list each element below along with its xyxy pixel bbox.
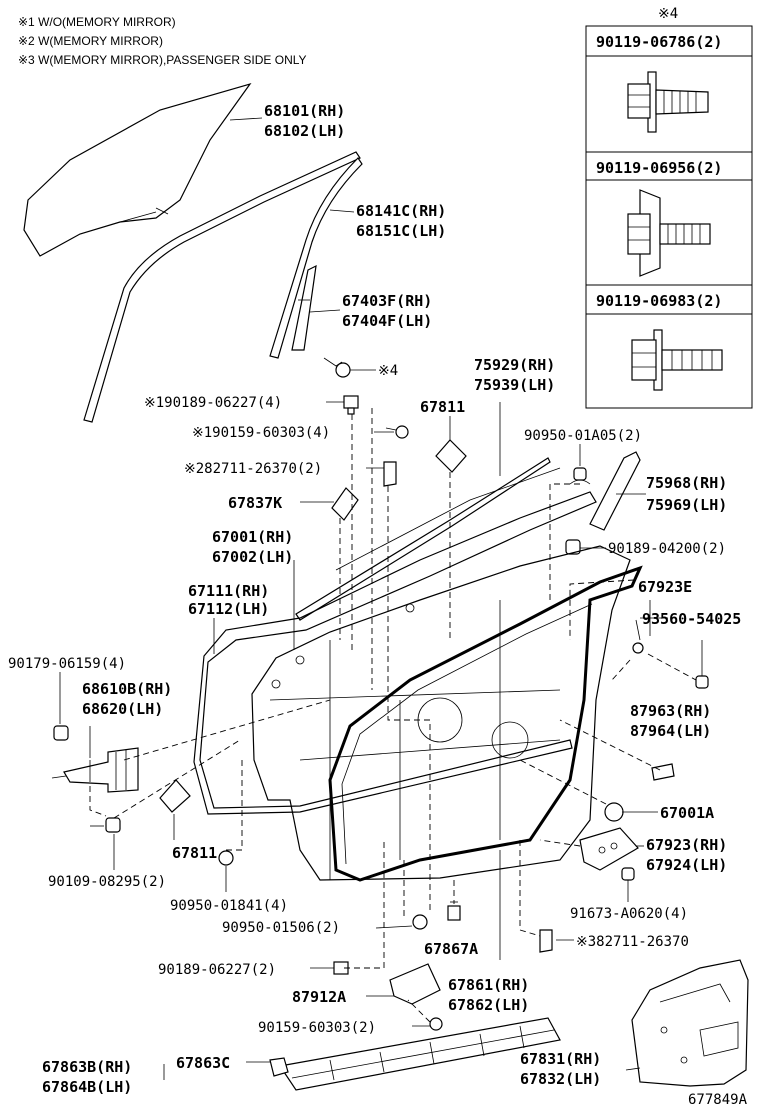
bolt-row-1: 90119-06786(2) <box>596 33 722 51</box>
label-part-a: 67001A <box>660 804 714 822</box>
label-seal-b-rh: 87963(RH) <box>630 702 711 720</box>
label-seal-b-lh: 87964(LH) <box>630 722 711 740</box>
note-3: ※3 W(MEMORY MIRROR),PASSENGER SIDE ONLY <box>18 53 307 67</box>
seal-cover <box>389 963 441 1005</box>
label-seal-c: 67811 <box>172 844 217 862</box>
door-cover <box>589 451 641 531</box>
label-bolt3: 90109-08295(2) <box>48 874 166 890</box>
label-plug: 93560-54025 <box>642 610 741 628</box>
label-check-lh: 68620(LH) <box>82 700 163 718</box>
label-cover-c: 67863C <box>176 1054 230 1072</box>
label-glass-rh: 68101(RH) <box>264 102 345 120</box>
label-bracket-rh: 67923(RH) <box>646 836 727 854</box>
seal-patch <box>435 439 467 473</box>
label-code-a: 67867A <box>424 940 478 958</box>
patch-seal <box>331 487 359 521</box>
glass-run <box>83 151 363 423</box>
bolt-row-2: 90119-06956(2) <box>596 159 722 177</box>
diagram-id: 677849A <box>688 1092 748 1108</box>
label-clip5: 90950-01506(2) <box>222 920 340 936</box>
clip-icon <box>412 914 428 930</box>
label-bracket3: ※382711-26370 <box>576 934 689 950</box>
label-weatherstrip-rh: 75929(RH) <box>474 356 555 374</box>
lower-molding <box>278 1017 561 1091</box>
label-channel-lh: 67404F(LH) <box>342 312 432 330</box>
seal-piece <box>651 763 675 781</box>
bracket-icon <box>579 827 639 871</box>
service-sheet <box>631 959 749 1087</box>
screw-icon <box>621 867 635 902</box>
seal-patch <box>159 779 191 813</box>
label-bolt2: 90179-06159(4) <box>8 656 126 672</box>
label-clip6: 90189-06227(2) <box>158 962 276 978</box>
bolt-icon <box>627 71 709 133</box>
outer-weatherstrip <box>295 457 561 621</box>
label-cover-rh: 75968(RH) <box>646 474 727 492</box>
label-seal-a: 67811 <box>420 398 465 416</box>
bolt-icon <box>627 189 711 277</box>
label-clip2: 90950-01A05(2) <box>524 428 642 444</box>
label-sheet-lh: 67832(LH) <box>520 1070 601 1088</box>
clip-icon <box>447 901 461 921</box>
label-molding-rh: 67863B(RH) <box>42 1058 132 1076</box>
label-sheet-rh: 67831(RH) <box>520 1050 601 1068</box>
bolt-icon <box>53 725 69 741</box>
bolt-icon <box>90 817 121 833</box>
label-strip-lh: 67862(LH) <box>448 996 529 1014</box>
label-frame-rh: 67111(RH) <box>188 582 269 600</box>
label-panel-lh: 67002(LH) <box>212 548 293 566</box>
label-screw1: ※190159-60303(4) <box>192 425 330 441</box>
label-code-e: 67923E <box>638 578 692 596</box>
label-frame-lh: 67112(LH) <box>188 600 269 618</box>
screw-icon <box>647 640 709 689</box>
door-check <box>51 747 139 793</box>
label-bracket2: ※282711-26370(2) <box>184 461 322 477</box>
label-87912: 87912A <box>292 988 346 1006</box>
assembly-leaders <box>89 408 661 1023</box>
bolt-row-3: 90119-06983(2) <box>596 292 722 310</box>
label-strip-rh: 67861(RH) <box>448 976 529 994</box>
bracket-icon <box>383 461 397 487</box>
label-screw2: 91673-A0620(4) <box>570 906 688 922</box>
door-frame <box>193 491 597 815</box>
label-check-rh: 68610B(RH) <box>82 680 172 698</box>
label-weatherstrip-lh: 75939(LH) <box>474 376 555 394</box>
label-run-lh: 68151C(LH) <box>356 222 446 240</box>
label-bolt-ref: ※4 <box>378 363 398 379</box>
door-weatherstrip <box>328 565 643 882</box>
bolt-table: ※4 90119-06786(2) 90119-06956(2) 90119-0… <box>585 6 753 409</box>
clip-icon <box>569 467 591 485</box>
bolt-table-header: ※4 <box>658 6 678 22</box>
label-clip4: 90950-01841(4) <box>170 898 288 914</box>
label-glass-lh: 68102(LH) <box>264 122 345 140</box>
label-bracket-lh: 67924(LH) <box>646 856 727 874</box>
clip-icon <box>565 539 581 555</box>
label-run-rh: 68141C(RH) <box>356 202 446 220</box>
door-glass <box>23 82 252 257</box>
label-patch: 67837K <box>228 494 282 512</box>
division-bar <box>291 264 317 351</box>
molding-clip <box>269 1057 289 1077</box>
note-1: ※1 W/O(MEMORY MIRROR) <box>18 15 176 29</box>
plug-icon <box>632 642 644 654</box>
note-2: ※2 W(MEMORY MIRROR) <box>18 34 163 48</box>
bracket-icon <box>539 929 553 953</box>
clip-icon <box>343 395 359 415</box>
label-molding-lh: 67864B(LH) <box>42 1078 132 1096</box>
label-clip3: 90189-04200(2) <box>608 541 726 557</box>
bolt-icon <box>631 329 723 391</box>
screw-icon <box>385 425 409 439</box>
screw-icon <box>429 1017 443 1031</box>
label-screw3: 90159-60303(2) <box>258 1020 376 1036</box>
label-panel-rh: 67001(RH) <box>212 528 293 546</box>
label-cover-lh: 75969(LH) <box>646 496 727 514</box>
label-clip1: ※190189-06227(4) <box>144 395 282 411</box>
clip-icon <box>218 850 234 866</box>
label-channel-rh: 67403F(RH) <box>342 292 432 310</box>
bolt-icon <box>323 357 351 378</box>
cap-icon <box>604 802 624 822</box>
